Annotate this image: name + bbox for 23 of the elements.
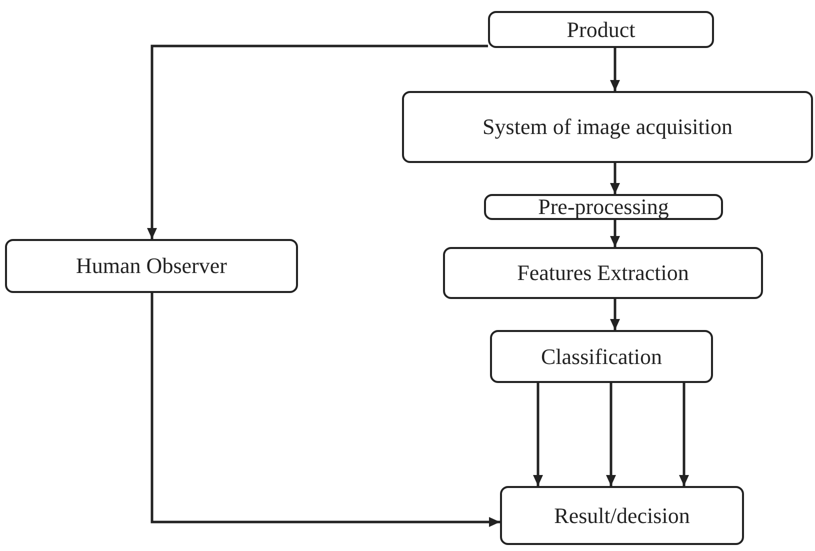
arrow xyxy=(679,383,689,486)
arrow xyxy=(610,220,620,247)
arrow xyxy=(533,383,543,486)
arrow xyxy=(610,48,620,91)
process-box xyxy=(443,247,763,299)
process-box xyxy=(5,239,298,293)
box-label: Features Extraction xyxy=(517,262,689,284)
arrow xyxy=(606,383,616,486)
arrow xyxy=(150,293,500,527)
process-box xyxy=(488,11,714,48)
box-label: Result/decision xyxy=(554,504,690,526)
box-label: System of image acquisition xyxy=(482,116,732,138)
box-label: Human Observer xyxy=(76,255,227,277)
box-label: Classification xyxy=(541,346,662,368)
process-box xyxy=(484,194,723,220)
process-box xyxy=(402,91,813,163)
process-box xyxy=(500,486,744,545)
box-label: Product xyxy=(566,18,636,40)
arrow xyxy=(147,44,488,239)
process-box xyxy=(490,330,713,383)
arrow xyxy=(610,163,620,194)
arrow xyxy=(610,299,620,330)
box-label: Pre-processing xyxy=(538,196,669,218)
